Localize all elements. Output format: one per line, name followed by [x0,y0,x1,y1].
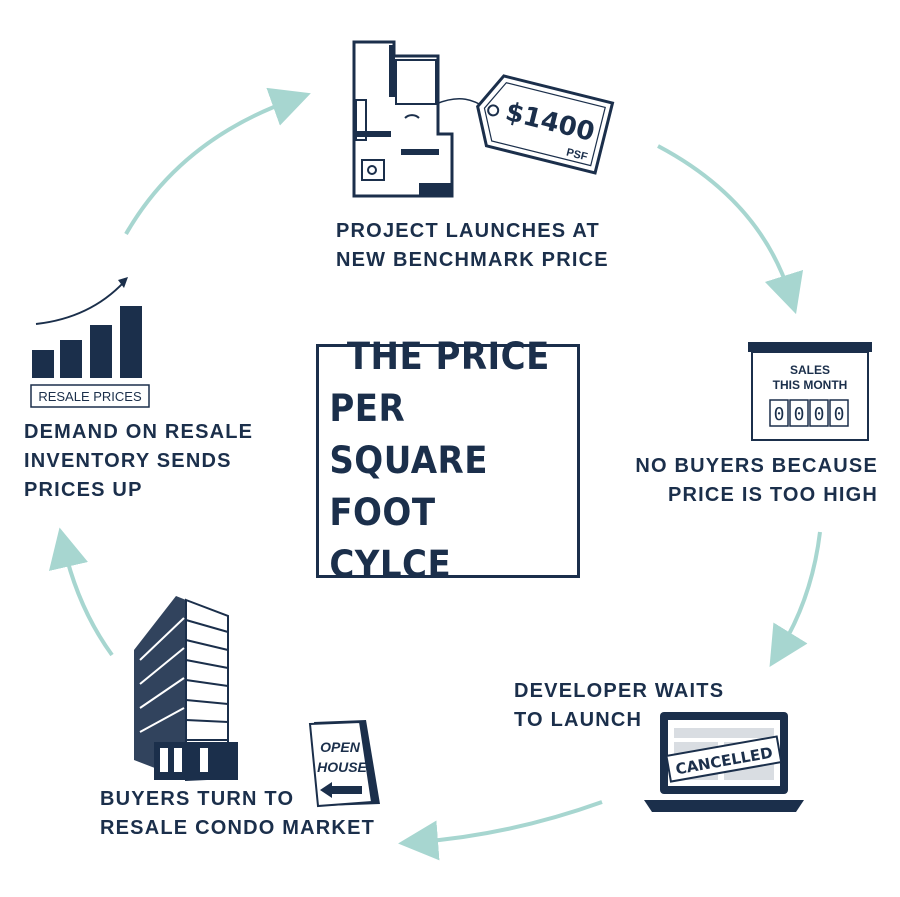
step-5-label: DEMAND ON RESALE INVENTORY SENDS PRICES … [24,421,254,501]
step-4-label: BUYERS TURN TO RESALE CONDO MARKET [100,788,376,839]
sales-digit-box [769,399,789,427]
cycle-arrow-5 [124,87,311,235]
resale-prices-label: RESALE PRICES [38,389,142,404]
building-icon [134,596,238,782]
center-title-line-3: FOOT CYLCE [329,491,452,586]
cycle-arrow-2 [769,531,822,668]
cycle-arrow-4 [48,527,114,657]
resale-bar-chart-icon: RESALE PRICES [30,277,150,408]
sales-digit-box [809,399,829,427]
sales-board-line2: THIS MONTH [773,378,848,392]
center-title-line-1: THE PRICE [346,335,550,378]
sales-digit-box [829,399,849,427]
center-title-line-2: PER SQUARE [329,387,488,482]
floor-plan-icon [352,40,487,198]
price-tag-unit: PSF [565,147,589,164]
sales-digit-box [789,399,809,427]
step-2-label: NO BUYERS BECAUSE PRICE IS TOO HIGH [635,455,878,506]
sales-digit: 0 [774,404,785,425]
cycle-arrow-1 [657,144,804,315]
open-house-line1: OPEN [320,739,361,755]
step-3-label: DEVELOPER WAITS TO LAUNCH [514,680,725,731]
step-1-label: PROJECT LAUNCHES AT NEW BENCHMARK PRICE [336,220,609,271]
laptop-icon: CANCELLED [644,712,804,812]
sales-digit: 0 [814,404,825,425]
sales-board-line1: SALES [790,363,830,377]
open-house-line2: HOUSE [317,759,367,775]
sales-digit: 0 [834,404,845,425]
open-house-sign-icon: OPEN HOUSE [308,720,380,808]
price-tag-icon: $1400 PSF [476,74,615,175]
sales-digit: 0 [794,404,805,425]
cycle-arrow-3 [398,800,603,861]
center-title-box: THE PRICE PER SQUARE FOOT CYLCE [316,335,580,586]
